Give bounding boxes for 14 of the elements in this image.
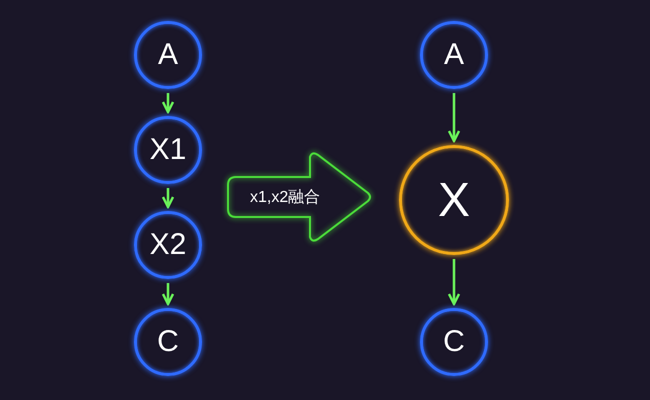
circle-node: X1 [134, 116, 202, 184]
block-arrow [227, 152, 371, 242]
edge-label: x1,x2融合 [250, 188, 320, 208]
circle-node: C [134, 308, 202, 376]
arrow [448, 93, 460, 142]
circle-node: X [399, 145, 509, 255]
arrow [448, 259, 460, 306]
arrow [162, 283, 174, 306]
circle-node: A [420, 21, 488, 89]
circle-node: X2 [134, 211, 202, 279]
circle-node: A [134, 21, 202, 89]
circle-node: C [420, 308, 488, 376]
arrow [162, 188, 174, 208]
arrow [162, 93, 174, 114]
